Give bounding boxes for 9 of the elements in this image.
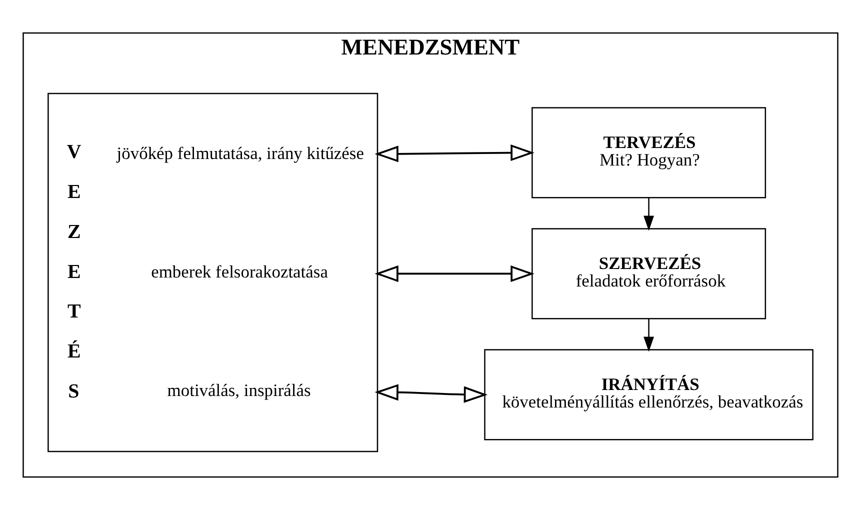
- node-box: TERVEZÉS Mit? Hogyan?: [532, 106, 766, 198]
- arrow: [644, 318, 654, 352]
- node-box: SZERVEZÉS feladatok erőforrások: [532, 228, 766, 319]
- node-box: VEZETÉS jövőkép felmutatása, irány kitűzése emberek felsorakoztatása motiválás, inspirálás: [48, 92, 378, 452]
- node-box: IRÁNYÍTÁS követelményállítás ellenőrzés, beavatkozás: [484, 348, 814, 440]
- arrow: [374, 264, 534, 282]
- arrow: [374, 384, 488, 402]
- arrow: [374, 144, 534, 162]
- arrow: [644, 197, 654, 230]
